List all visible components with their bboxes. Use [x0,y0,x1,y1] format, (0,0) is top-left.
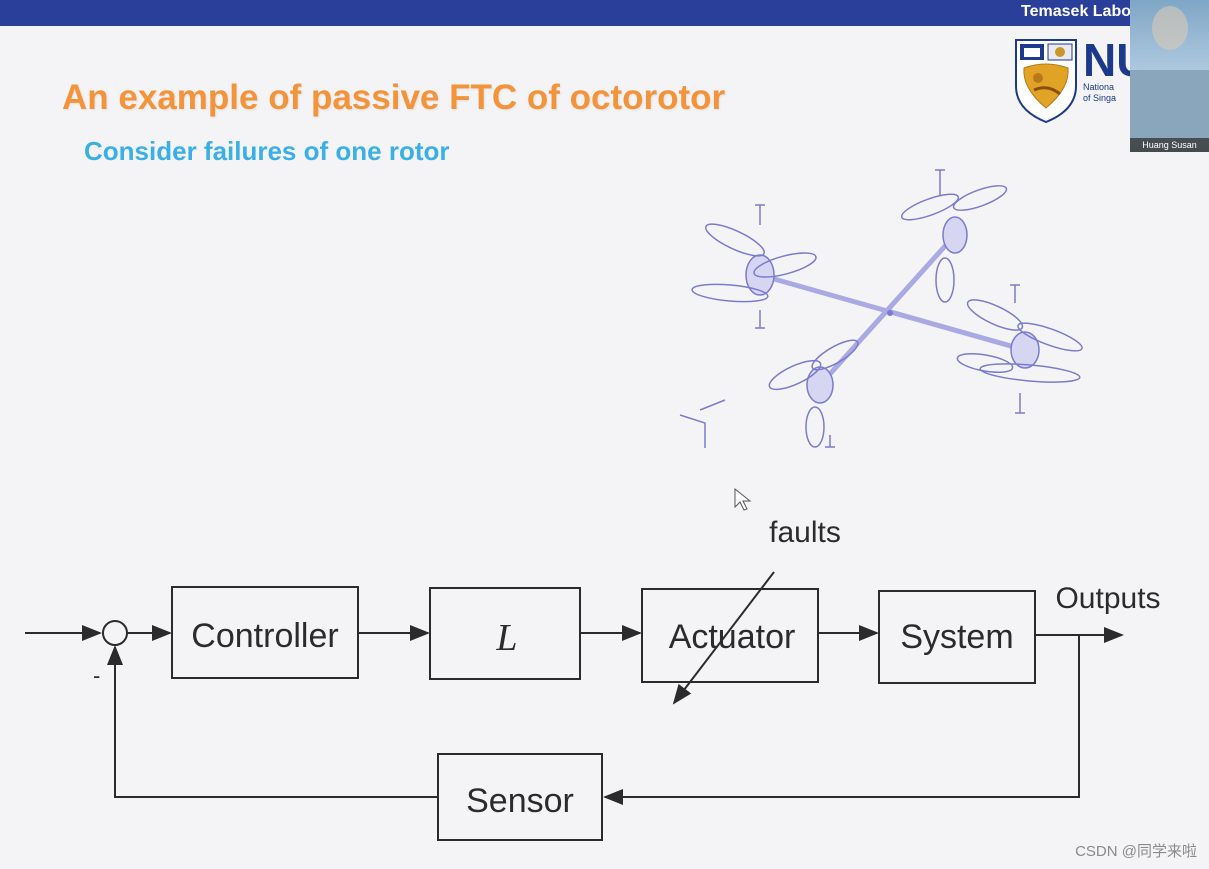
l-block: L [495,617,517,659]
control-block-diagram: Controller L Actuator System Sensor faul… [25,516,1161,841]
top-banner: Temasek Labo [0,0,1209,26]
minus-sign: - [93,663,100,688]
controller-block: Controller [191,617,338,655]
slide-title: An example of passive FTC of octorotor [62,78,726,117]
system-block: System [900,618,1013,656]
octorotor-illustration [679,169,1083,448]
faults-label: faults [769,516,841,549]
outputs-label: Outputs [1055,582,1160,615]
slide-subtitle: Consider failures of one rotor [84,136,450,166]
lab-name: Temasek Labo [1021,3,1131,20]
mouse-cursor-icon [734,488,752,511]
participant-name: Huang Susan [1130,138,1209,152]
nus-subtext-2: of Singa [1083,93,1117,103]
watermark: CSDN @同学来啦 [1075,843,1197,860]
nus-subtext-1: Nationa [1083,82,1115,92]
sensor-block: Sensor [466,782,574,820]
nus-crest-icon [1015,39,1077,124]
person-silhouette-icon [1130,6,1209,138]
video-thumbnail[interactable]: Huang Susan [1130,0,1209,152]
actuator-block: Actuator [669,618,796,656]
